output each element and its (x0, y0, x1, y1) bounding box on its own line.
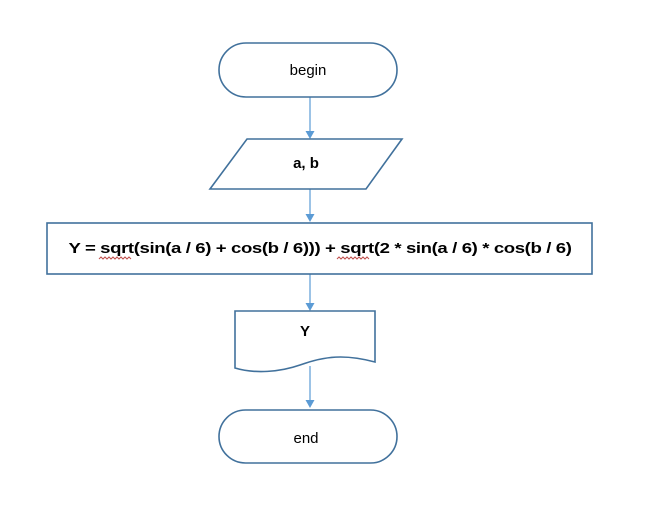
connector-begin-to-input (305, 97, 315, 139)
output-node: Y (234, 310, 376, 373)
end-label: end (293, 430, 318, 447)
connector-input-to-process (305, 189, 315, 222)
output-label: Y (300, 323, 310, 340)
process-formula-label: Y = sqrt(sin(a / 6) + cos(b / 6))) + sqr… (69, 241, 573, 257)
connector-process-to-output (305, 274, 315, 311)
arrowhead (305, 131, 315, 139)
input-node: a, b (208, 138, 404, 190)
begin-terminator-shape (218, 42, 398, 98)
input-parallelogram-shape (208, 138, 404, 190)
arrowhead (305, 400, 315, 408)
process-node: Y = sqrt(sin(a / 6) + cos(b / 6))) + sqr… (46, 222, 593, 275)
connector-output-to-end (305, 366, 315, 408)
output-document-shape (234, 310, 376, 373)
begin-label: begin (290, 62, 327, 79)
end-node: end (218, 409, 398, 464)
end-terminator-shape (218, 409, 398, 464)
arrowhead (305, 214, 315, 222)
arrowhead (305, 303, 315, 311)
begin-node: begin (218, 42, 398, 98)
spellcheck-underline (336, 256, 370, 260)
input-label: a, b (293, 155, 319, 172)
spellcheck-underline (98, 256, 132, 260)
process-rectangle-shape (46, 222, 593, 275)
connectors (305, 97, 315, 408)
